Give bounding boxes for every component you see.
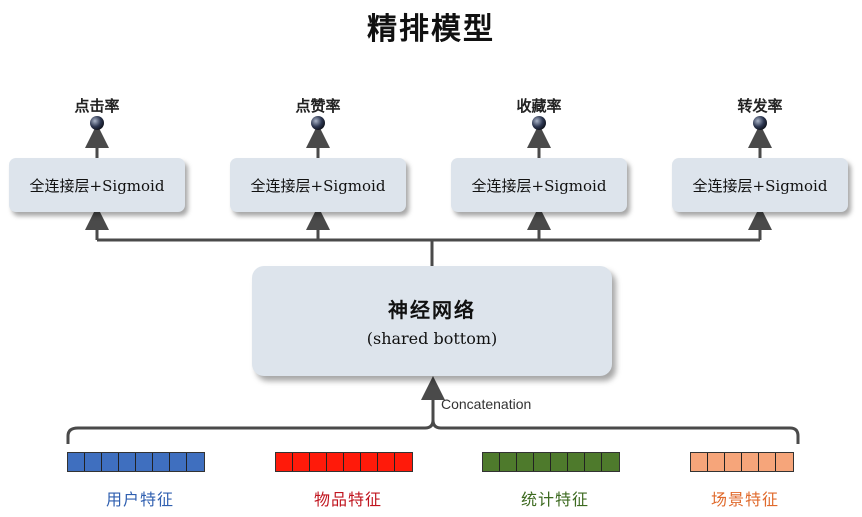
feature-cell	[725, 453, 742, 471]
feature-cell	[68, 453, 85, 471]
output-label-like: 点赞率	[295, 97, 341, 115]
feature-cell	[500, 453, 517, 471]
feature-cell	[344, 453, 361, 471]
concatenation-label: Concatenation	[441, 396, 532, 412]
feature-cell	[361, 453, 378, 471]
output-node	[753, 116, 767, 130]
user-feature-label: 用户特征	[105, 490, 174, 509]
feature-cell	[119, 453, 136, 471]
output-label-share: 转发率	[737, 97, 783, 115]
stat-feature-label: 统计特征	[520, 490, 589, 509]
feature-cell	[293, 453, 310, 471]
feature-cell	[517, 453, 534, 471]
feature-cell	[742, 453, 759, 471]
feature-cell	[759, 453, 776, 471]
stat-feature-vector	[482, 452, 620, 472]
feature-cell	[691, 453, 708, 471]
feature-cell	[85, 453, 102, 471]
feature-cell	[395, 453, 412, 471]
item-feature-label: 物品特征	[313, 490, 382, 509]
feature-cell	[551, 453, 568, 471]
network-title: 神经网络	[388, 298, 476, 322]
feature-cell	[776, 453, 793, 471]
output-node	[532, 116, 546, 130]
output-node	[311, 116, 325, 130]
context-feature-vector	[690, 452, 794, 472]
feature-cell	[310, 453, 327, 471]
fc-sigmoid-box: 全连接层+Sigmoid	[9, 158, 185, 212]
fc-sigmoid-box: 全连接层+Sigmoid	[230, 158, 406, 212]
feature-cell	[534, 453, 551, 471]
feature-cell	[327, 453, 344, 471]
user-feature-vector	[67, 452, 205, 472]
output-node	[90, 116, 104, 130]
fc-sigmoid-box: 全连接层+Sigmoid	[672, 158, 848, 212]
feature-cell	[602, 453, 619, 471]
feature-cell	[153, 453, 170, 471]
feature-cell	[136, 453, 153, 471]
output-label-collect: 收藏率	[516, 97, 562, 115]
feature-cell	[585, 453, 602, 471]
item-feature-vector	[275, 452, 413, 472]
feature-cell	[378, 453, 395, 471]
output-label-ctr: 点击率	[74, 97, 120, 115]
shared-bottom-network: 神经网络 (shared bottom)	[252, 266, 612, 376]
feature-cell	[276, 453, 293, 471]
network-subtitle: (shared bottom)	[366, 329, 498, 348]
diagram-title: 精排模型	[367, 12, 495, 47]
feature-cell	[187, 453, 204, 471]
feature-cell	[708, 453, 725, 471]
feature-cell	[170, 453, 187, 471]
feature-cell	[568, 453, 585, 471]
feature-cell	[102, 453, 119, 471]
fc-sigmoid-box: 全连接层+Sigmoid	[451, 158, 627, 212]
feature-cell	[483, 453, 500, 471]
context-feature-label: 场景特征	[710, 490, 779, 509]
